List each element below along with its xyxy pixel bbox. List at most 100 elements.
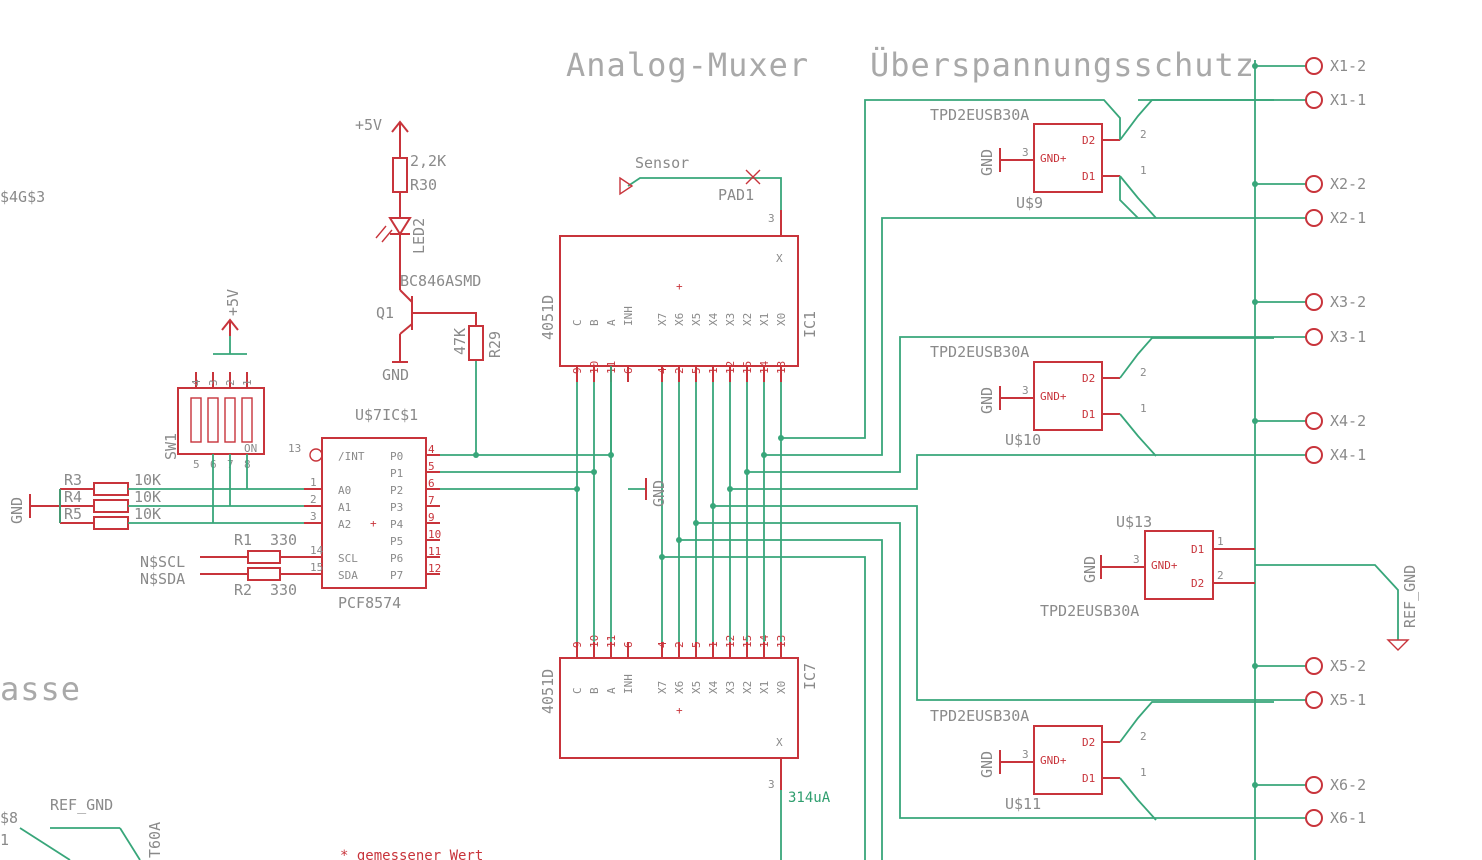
- sensor-label: Sensor: [635, 154, 689, 172]
- dip-switch-lever[interactable]: [207, 397, 219, 443]
- fragment-u8-label: $8: [0, 809, 18, 827]
- expander-left-pin: SDA: [338, 569, 358, 582]
- tvs-instance: U$10: [1005, 431, 1041, 449]
- dip-top-number: 4: [190, 379, 203, 386]
- expander-right-pin: P6: [390, 552, 403, 565]
- route-p0: [440, 366, 612, 456]
- sensor-symbol: [619, 176, 634, 196]
- tvs-instance: U$9: [1016, 194, 1043, 212]
- tvs-pin-num-1: 1: [1140, 402, 1147, 415]
- dip-switch-lever[interactable]: [241, 397, 253, 443]
- tvs-body: [1033, 725, 1103, 795]
- connector-pad[interactable]: [1305, 57, 1323, 75]
- expander-left-pin: /INT: [338, 450, 365, 463]
- dip-body: [177, 387, 265, 455]
- tvs-pin-gnd: GND+: [1040, 152, 1067, 165]
- connector-label: X6-2: [1330, 776, 1366, 794]
- tvs-instance: U$11: [1005, 795, 1041, 813]
- connector-label: X3-1: [1330, 328, 1366, 346]
- connector-pad[interactable]: [1305, 446, 1323, 464]
- connector-label: X4-2: [1330, 412, 1366, 430]
- expander-right-num: 5: [428, 460, 435, 473]
- r5-body: [93, 516, 129, 530]
- r4-value: 10K: [134, 488, 161, 506]
- connector-label: X1-2: [1330, 57, 1366, 75]
- connector-pad[interactable]: [1305, 91, 1323, 109]
- route-x1: [764, 176, 1141, 456]
- int-inverter-bubble: [309, 448, 323, 462]
- expander-left-num: 3: [310, 510, 317, 523]
- tvs-center-gnd: GND+: [1151, 559, 1178, 572]
- expander-body: [321, 437, 427, 589]
- r1-value: 330: [270, 531, 297, 549]
- tvs-pin-d1: D1: [1082, 170, 1095, 183]
- connector-pad[interactable]: [1305, 809, 1323, 827]
- rail-junction: [1252, 63, 1258, 69]
- connector-pad[interactable]: [1305, 293, 1323, 311]
- r29-name: R29: [486, 331, 504, 358]
- fragment-ref-gnd: REF_GND: [50, 796, 113, 814]
- tvs-pin-num-3: 3: [1022, 146, 1029, 159]
- tvs-d1-wire: [1119, 175, 1157, 219]
- mux-gnd-label: GND: [650, 480, 668, 507]
- expander-right-pin: P0: [390, 450, 403, 463]
- tvs-pin-num-3: 3: [1022, 384, 1029, 397]
- connector-pad[interactable]: [1305, 776, 1323, 794]
- tvs-d2-wire: [1119, 701, 1274, 743]
- r3-name: R3: [64, 471, 82, 489]
- tvs-pin-num-2: 2: [1140, 366, 1147, 379]
- mux-ic1-part: 4051D: [539, 295, 557, 340]
- mux-pin-name: A: [605, 319, 618, 326]
- led2-rays: [375, 225, 393, 243]
- tvs-d1-wire: [1119, 777, 1157, 821]
- tvs-center-gnd-label: GND: [1081, 556, 1099, 583]
- expander-right-pin: P2: [390, 484, 403, 497]
- dip-switch-lever[interactable]: [190, 397, 202, 443]
- tvs-pin-d1: D1: [1082, 772, 1095, 785]
- mux-pin-name: C: [571, 687, 584, 694]
- fragment-t60a: T60A: [146, 822, 164, 858]
- connector-pad[interactable]: [1305, 175, 1323, 193]
- expander-left-pin: A2: [338, 518, 351, 531]
- expander-left-pin: SCL: [338, 552, 358, 565]
- mux-pin-name: X3: [724, 681, 737, 694]
- mux-pin-name: B: [588, 319, 601, 326]
- mux-pin-name: C: [571, 319, 584, 326]
- rail-junction: [1252, 663, 1258, 669]
- mux-pin-name: X2: [741, 313, 754, 326]
- expander-right-num: 11: [428, 545, 441, 558]
- connector-pad[interactable]: [1305, 412, 1323, 430]
- route-x5: [696, 522, 1138, 819]
- dip-switch-lever[interactable]: [224, 397, 236, 443]
- connector-pad[interactable]: [1305, 691, 1323, 709]
- net-sda: N$SDA: [140, 570, 185, 588]
- mux-ic1-x-pin-number: 3: [768, 212, 775, 225]
- expander-right-pin: P1: [390, 467, 403, 480]
- mux-pin-name: X6: [673, 313, 686, 326]
- route-x4: [713, 505, 1138, 701]
- r30-name: R30: [410, 176, 437, 194]
- connector-pad[interactable]: [1305, 657, 1323, 675]
- mux-pin-name: X1: [758, 313, 771, 326]
- tvs-body: [1033, 123, 1103, 193]
- mux-ic1-x-pin: X: [776, 252, 783, 265]
- connector-pad[interactable]: [1305, 209, 1323, 227]
- tvs-leads: [1000, 139, 1120, 177]
- tvs-pin-d1: D1: [1082, 408, 1095, 421]
- mux-ic7-part: 4051D: [539, 669, 557, 714]
- rail-junction: [1252, 782, 1258, 788]
- mux-ic7-name: IC7: [801, 663, 819, 690]
- fragment-note: * gemessener Wert: [340, 848, 483, 860]
- mux-pin-name: X3: [724, 313, 737, 326]
- dip-supply-arrow: [221, 318, 239, 336]
- tvs-pin-num-3: 3: [1022, 748, 1029, 761]
- tvs-center-instance: U$13: [1116, 513, 1152, 531]
- mux-pin-name: X5: [690, 681, 703, 694]
- tvs-center-num-1: 1: [1217, 535, 1224, 548]
- tvs-part: TPD2EUSB30A: [930, 707, 1029, 725]
- expander-right-num: 10: [428, 528, 441, 541]
- connector-pad[interactable]: [1305, 328, 1323, 346]
- tvs-center-part: TPD2EUSB30A: [1040, 602, 1139, 620]
- address-wires: [128, 488, 304, 524]
- bus-wires: [473, 382, 784, 642]
